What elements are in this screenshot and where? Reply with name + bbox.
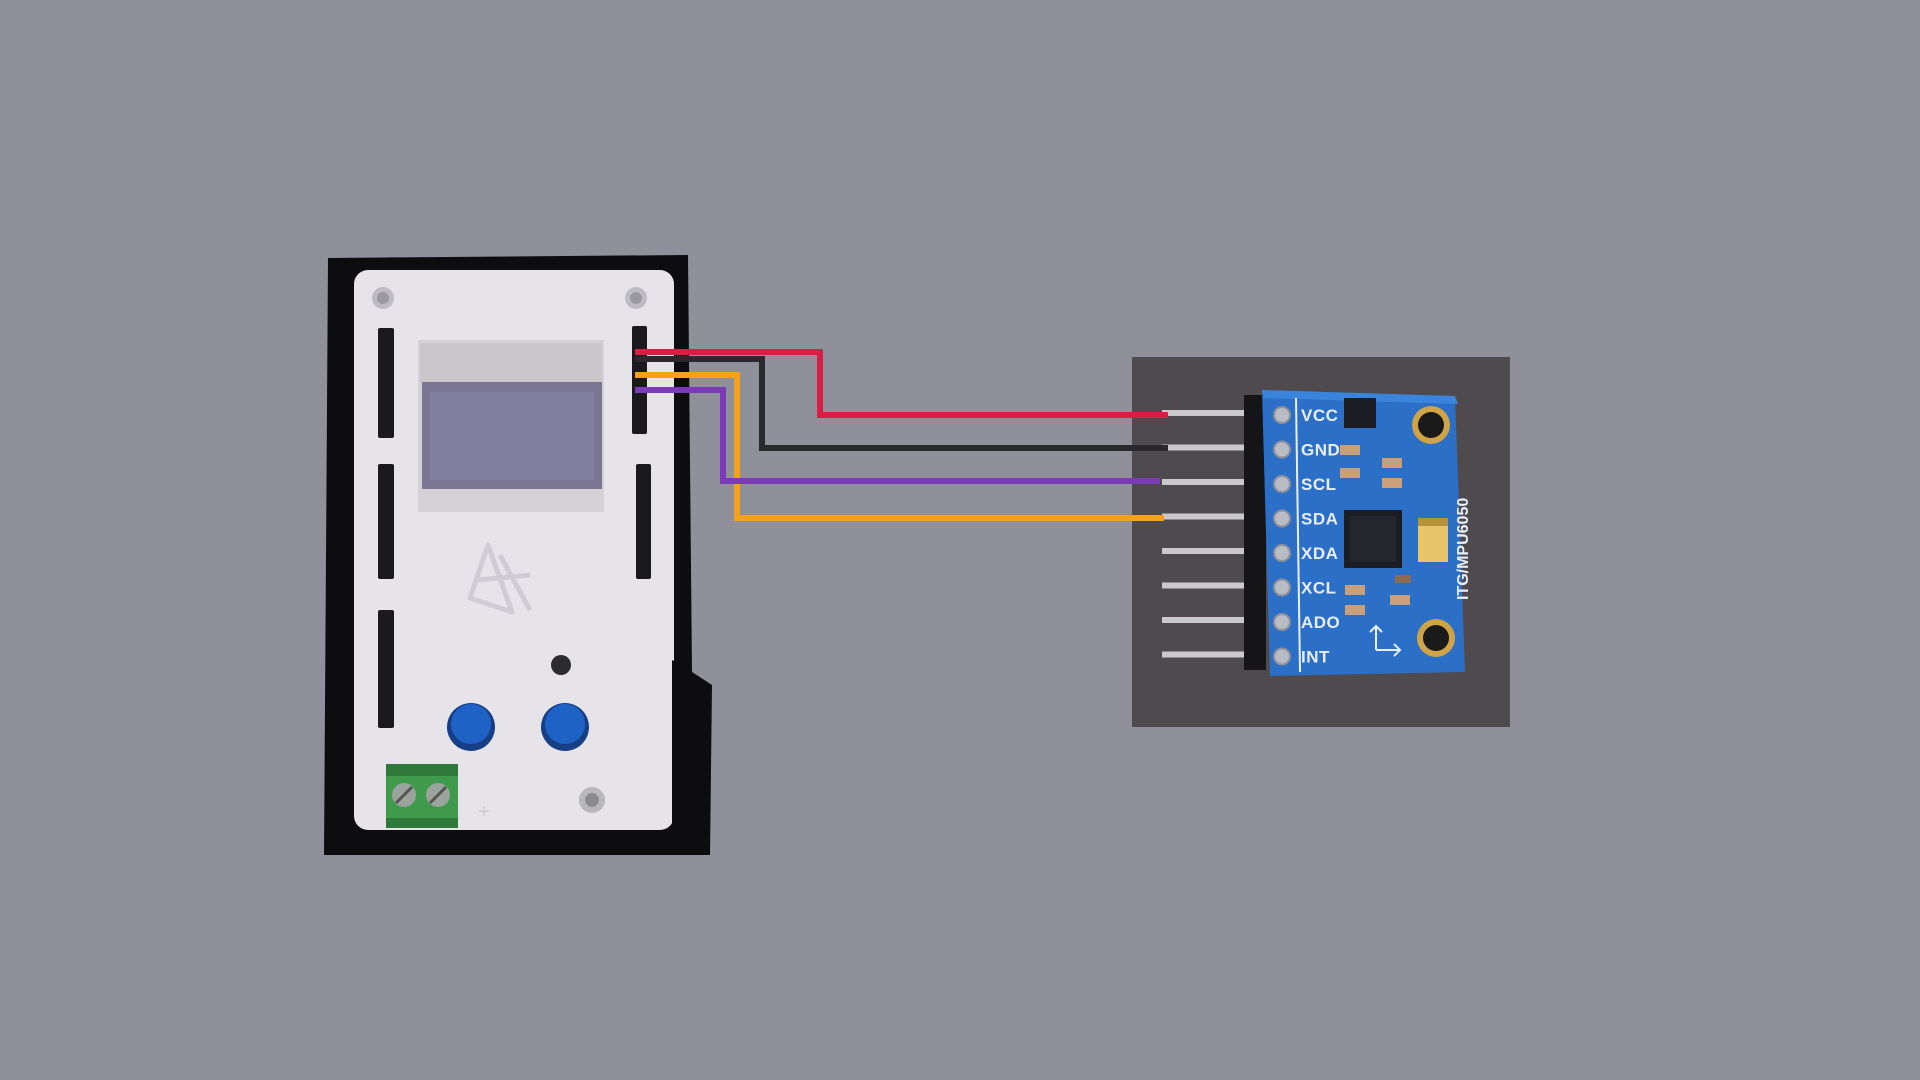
pin-pads — [1273, 406, 1291, 666]
pin-label-gnd: GND — [1301, 441, 1340, 460]
pin-label-ado: ADO — [1301, 613, 1340, 632]
status-led-icon — [551, 655, 571, 675]
pin-pad-ado — [1273, 613, 1291, 631]
wires — [635, 349, 1168, 521]
plus-marking-icon: + — [478, 801, 490, 823]
pin-label-scl: SCL — [1301, 475, 1337, 494]
header-pin-vcc — [1162, 410, 1248, 416]
pin-pad-gnd — [1273, 440, 1291, 459]
sensor-module: VCC GND SCL SDA XDA XCL ADO INT — [1132, 357, 1510, 727]
pin-pad-xda — [1273, 544, 1291, 562]
header-pin-ado — [1162, 617, 1248, 623]
header-pin-int — [1162, 651, 1248, 658]
smd-components — [1340, 445, 1411, 615]
axis-indicator-icon — [1369, 624, 1402, 657]
mounting-hole-icon — [1412, 406, 1455, 657]
header-pin-sda — [1162, 513, 1248, 520]
regulator-icon — [1344, 398, 1376, 428]
header-pin-xda — [1162, 548, 1248, 554]
terminal-block-icon — [386, 764, 458, 828]
pin-pad-sda — [1273, 509, 1291, 528]
pin-label-xda: XDA — [1301, 544, 1338, 563]
pin-label-xcl: XCL — [1301, 579, 1337, 598]
pin-label-int: INT — [1301, 648, 1330, 667]
pin-labels: VCC GND SCL SDA XDA XCL ADO INT — [1301, 406, 1340, 667]
logo-icon — [467, 542, 533, 615]
pin-pad-vcc — [1273, 406, 1291, 424]
pin-pad-xcl — [1273, 578, 1291, 597]
pin-label-vcc: VCC — [1301, 406, 1338, 425]
header-pin-xcl — [1162, 582, 1248, 589]
sensor-chip-label: ITG/MPU6050 — [1455, 498, 1472, 600]
header-pin-scl — [1162, 479, 1248, 485]
wire-scl — [635, 387, 1160, 484]
wire-vcc — [635, 349, 1168, 418]
pin-label-sda: SDA — [1301, 510, 1338, 529]
screw-icon — [372, 287, 647, 813]
capacitor-icon — [1418, 518, 1448, 562]
header-pins-left — [378, 328, 394, 728]
header-pin-gnd — [1162, 444, 1248, 451]
header-housing — [1244, 395, 1266, 670]
wire-gnd — [635, 356, 1168, 451]
mpu6050-chip-icon — [1344, 510, 1402, 568]
controller-board: + — [324, 255, 712, 855]
pin-pad-int — [1273, 647, 1291, 666]
wire-sda — [635, 372, 1164, 521]
pin-pad-scl — [1273, 475, 1291, 493]
button-icon — [447, 703, 589, 751]
oled-screen-icon — [418, 340, 604, 512]
sensor-header-pins — [1162, 410, 1248, 658]
